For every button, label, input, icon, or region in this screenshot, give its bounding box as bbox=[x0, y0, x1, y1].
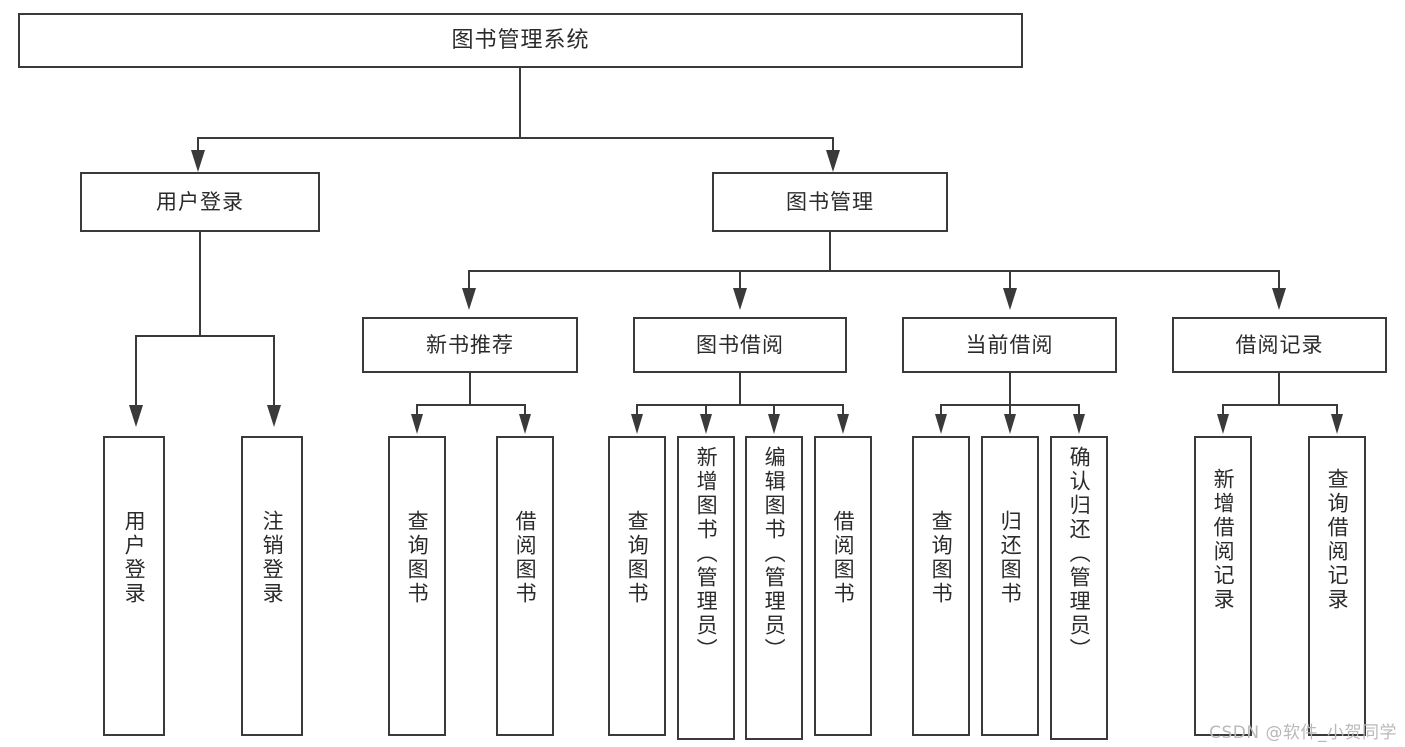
connector-user-login-stem bbox=[199, 232, 201, 336]
connector-current-borrow-stem bbox=[1009, 373, 1011, 405]
leaf-label: 注销登录 bbox=[260, 510, 285, 606]
leaf-add-book-admin[interactable]: 新增图书（管理员） bbox=[677, 436, 735, 740]
connector-to-borrow-record bbox=[1278, 270, 1280, 290]
connector-book-borrow-stem bbox=[739, 373, 741, 405]
leaf-label: 查询图书 bbox=[405, 510, 430, 606]
leaf-label: 查询图书 bbox=[625, 510, 650, 606]
connector-new-book-stem bbox=[469, 373, 471, 405]
node-book-borrow[interactable]: 图书借阅 bbox=[633, 317, 847, 373]
leaf-label: 新增借阅记录 bbox=[1211, 468, 1236, 612]
arrowhead-leaf-query-book-1 bbox=[411, 414, 423, 434]
node-label: 图书借阅 bbox=[696, 332, 784, 357]
node-label: 图书管理 bbox=[786, 189, 874, 214]
leaf-return-book[interactable]: 归还图书 bbox=[981, 436, 1039, 736]
connector-root-to-user-login bbox=[197, 137, 199, 155]
node-root-library-system[interactable]: 图书管理系统 bbox=[18, 13, 1023, 68]
leaf-label: 用户登录 bbox=[122, 510, 147, 606]
connector-current-borrow-leaf-2 bbox=[1009, 404, 1011, 418]
connector-book-borrow-leaf-4 bbox=[842, 404, 844, 418]
leaf-borrow-book-borrow[interactable]: 借阅图书 bbox=[814, 436, 872, 736]
connector-new-book-bar bbox=[416, 404, 526, 406]
leaf-add-borrow-record[interactable]: 新增借阅记录 bbox=[1194, 436, 1252, 736]
node-label: 借阅记录 bbox=[1235, 332, 1324, 357]
leaf-label: 归还图书 bbox=[998, 510, 1023, 606]
node-book-management[interactable]: 图书管理 bbox=[712, 172, 948, 232]
node-label: 图书管理系统 bbox=[451, 27, 590, 53]
connector-borrow-record-stem bbox=[1278, 373, 1280, 405]
arrowhead-leaf-add-record bbox=[1217, 414, 1229, 434]
connector-book-borrow-bar bbox=[636, 404, 844, 406]
connector-current-borrow-leaf-1 bbox=[940, 404, 942, 418]
arrowhead-leaf-logout-login bbox=[267, 405, 281, 427]
leaf-edit-book-admin[interactable]: 编辑图书（管理员） bbox=[745, 436, 803, 740]
connector-book-borrow-leaf-3 bbox=[773, 404, 775, 418]
arrowhead-to-new-book-recommend bbox=[462, 288, 476, 310]
connector-to-book-borrow bbox=[739, 270, 741, 290]
arrowhead-leaf-query-record bbox=[1331, 414, 1343, 434]
connector-new-book-leaf-2 bbox=[524, 404, 526, 418]
leaf-query-book-borrow[interactable]: 查询图书 bbox=[608, 436, 666, 736]
node-label: 新书推荐 bbox=[426, 332, 514, 357]
connector-current-borrow-leaf-3 bbox=[1078, 404, 1080, 418]
leaf-label: 查询借阅记录 bbox=[1325, 468, 1350, 612]
leaf-query-book-current[interactable]: 查询图书 bbox=[912, 436, 970, 736]
connector-borrow-record-leaf-1 bbox=[1222, 404, 1224, 418]
connector-borrow-record-leaf-2 bbox=[1336, 404, 1338, 418]
connector-root-bar bbox=[197, 137, 834, 139]
arrowhead-to-borrow-record bbox=[1272, 288, 1286, 310]
node-borrow-record[interactable]: 借阅记录 bbox=[1172, 317, 1387, 373]
arrowhead-leaf-user-login bbox=[129, 405, 143, 427]
leaf-label: 借阅图书 bbox=[831, 510, 856, 606]
leaf-logout-login[interactable]: 注销登录 bbox=[241, 436, 303, 736]
connector-user-login-bar bbox=[135, 335, 275, 337]
node-new-book-recommend[interactable]: 新书推荐 bbox=[362, 317, 578, 373]
arrowhead-leaf-edit-book bbox=[768, 414, 780, 434]
connector-to-current-borrow bbox=[1009, 270, 1011, 290]
connector-borrow-record-bar bbox=[1222, 404, 1338, 406]
leaf-query-borrow-record[interactable]: 查询借阅记录 bbox=[1308, 436, 1366, 736]
arrowhead-leaf-query-book-2 bbox=[631, 414, 643, 434]
leaf-label: 新增图书（管理员） bbox=[694, 446, 719, 662]
arrowhead-leaf-confirm-return bbox=[1073, 414, 1085, 434]
connector-book-borrow-leaf-1 bbox=[636, 404, 638, 418]
arrowhead-leaf-borrow-book-2 bbox=[837, 414, 849, 434]
node-current-borrow[interactable]: 当前借阅 bbox=[902, 317, 1117, 373]
connector-book-manage-stem bbox=[829, 232, 831, 272]
arrowhead-root-to-user-login bbox=[191, 150, 205, 172]
arrowhead-root-to-book-manage bbox=[826, 150, 840, 172]
arrowhead-leaf-add-book bbox=[700, 414, 712, 434]
connector-user-login-right bbox=[273, 335, 275, 407]
connector-user-login-left bbox=[135, 335, 137, 407]
leaf-label: 编辑图书（管理员） bbox=[762, 446, 787, 662]
node-user-login[interactable]: 用户登录 bbox=[80, 172, 320, 232]
leaf-user-login[interactable]: 用户登录 bbox=[103, 436, 165, 736]
arrowhead-to-book-borrow bbox=[733, 288, 747, 310]
leaf-label: 确认归还（管理员） bbox=[1067, 446, 1092, 662]
leaf-label: 借阅图书 bbox=[513, 510, 538, 606]
connector-new-book-leaf-1 bbox=[416, 404, 418, 418]
arrowhead-leaf-query-book-3 bbox=[935, 414, 947, 434]
connector-book-borrow-leaf-2 bbox=[705, 404, 707, 418]
node-label: 当前借阅 bbox=[965, 332, 1054, 357]
connector-to-new-book bbox=[468, 270, 470, 290]
arrowhead-leaf-borrow-book-1 bbox=[519, 414, 531, 434]
arrowhead-to-current-borrow bbox=[1003, 288, 1017, 310]
connector-book-manage-bar bbox=[468, 270, 1280, 272]
connector-root-stem bbox=[519, 68, 521, 138]
leaf-query-book-recommend[interactable]: 查询图书 bbox=[388, 436, 446, 736]
leaf-label: 查询图书 bbox=[929, 510, 954, 606]
arrowhead-leaf-return-book bbox=[1004, 414, 1016, 434]
connector-root-to-book-manage bbox=[832, 137, 834, 155]
leaf-confirm-return-admin[interactable]: 确认归还（管理员） bbox=[1050, 436, 1108, 740]
node-label: 用户登录 bbox=[156, 189, 244, 214]
leaf-borrow-book-recommend[interactable]: 借阅图书 bbox=[496, 436, 554, 736]
